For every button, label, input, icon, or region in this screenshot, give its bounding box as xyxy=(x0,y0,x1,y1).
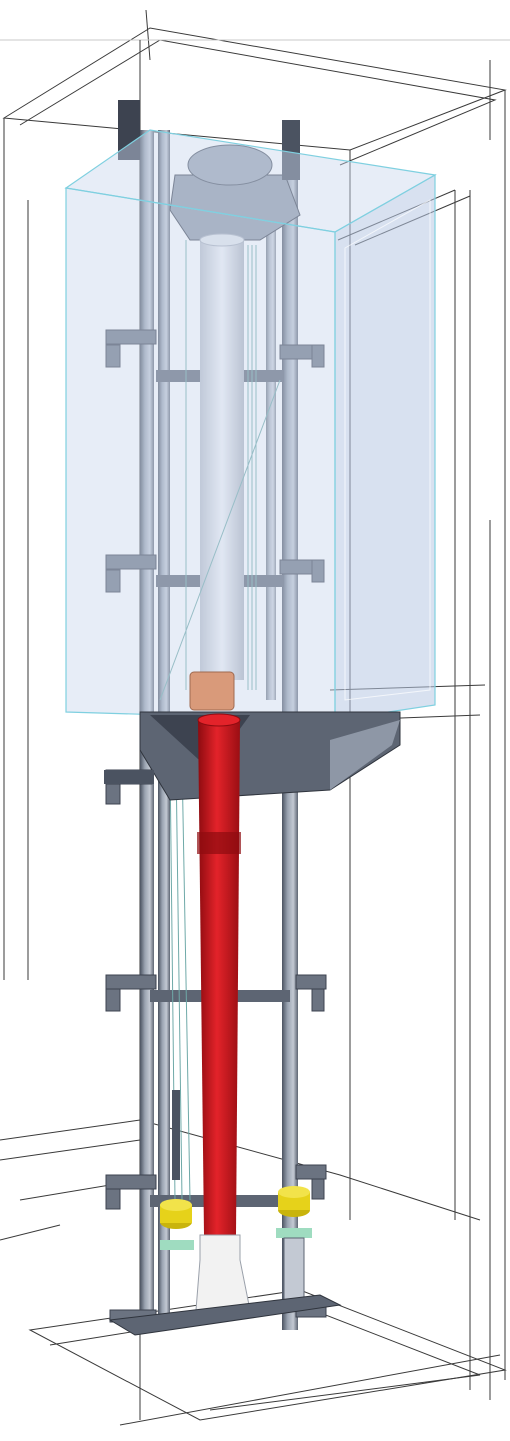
ram-upper-stage xyxy=(200,240,244,680)
rail-brackets xyxy=(105,329,327,1323)
buffer-right xyxy=(276,1186,312,1309)
hydraulic-cylinder xyxy=(197,713,241,1235)
buffer-left xyxy=(160,1199,194,1250)
car-front-face xyxy=(65,187,336,721)
piston-head xyxy=(189,671,235,711)
suspension-ropes xyxy=(159,240,281,1201)
lift-car xyxy=(64,129,437,721)
crosshead xyxy=(118,100,301,241)
right-guide-rail-inner xyxy=(266,200,276,700)
car-side-face xyxy=(334,173,436,721)
pit-base-plate xyxy=(108,1294,342,1336)
